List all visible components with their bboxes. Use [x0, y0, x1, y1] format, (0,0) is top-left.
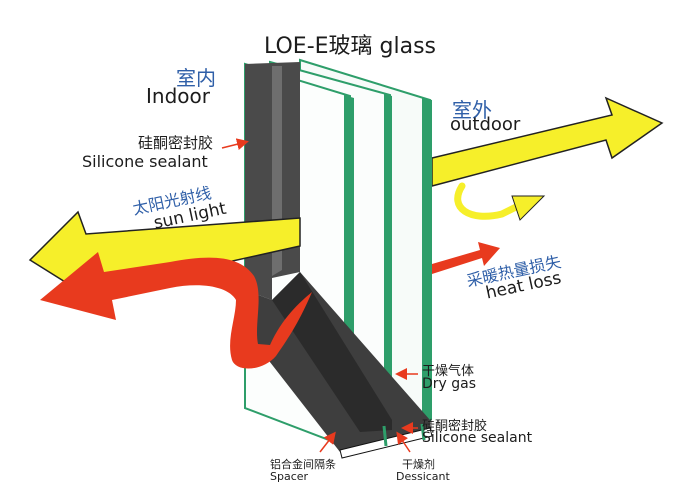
indoor-label-en: Indoor: [146, 84, 210, 108]
leader-dessicant: [396, 431, 411, 453]
heat-loss-arrow: [432, 242, 500, 274]
indoor-label-zh: 室内: [176, 66, 216, 90]
silicone-bottom-label-en: Silicone sealant: [422, 430, 533, 446]
sun-reflect-tip: [511, 195, 546, 221]
drygas-label-zh: 干燥气体: [422, 364, 475, 379]
outdoor-label-en: outdoor: [450, 114, 521, 135]
heat-uturn-arrow: [40, 252, 312, 369]
diagram-title: LOE-E玻璃 glass: [264, 34, 437, 59]
glass-pane-back-edge: [422, 98, 432, 420]
silicone-top-label-zh: 硅酮密封胶: [138, 134, 214, 152]
glass-pane-middle-edge: [384, 94, 392, 420]
dessicant-label-en: Dessicant: [396, 470, 450, 483]
sun-reflect-curve: [454, 182, 522, 220]
spacer-label-zh: 铝合金间隔条: [270, 458, 336, 471]
silicone-bottom-label-zh: 硅酮密封胶: [422, 419, 488, 434]
drygas-label-en: Dry gas: [422, 376, 477, 392]
dessicant-label-zh: 干燥剂: [402, 458, 435, 471]
outdoor-label-zh: 室外: [452, 98, 492, 122]
sun-arrow-outside: [431, 96, 664, 187]
spacer-label-en: Spacer: [270, 470, 309, 483]
leader-spacer: [319, 431, 336, 453]
silicone-top-label-en: Silicone sealant: [82, 152, 208, 171]
leader-silicone-top: [221, 138, 249, 151]
